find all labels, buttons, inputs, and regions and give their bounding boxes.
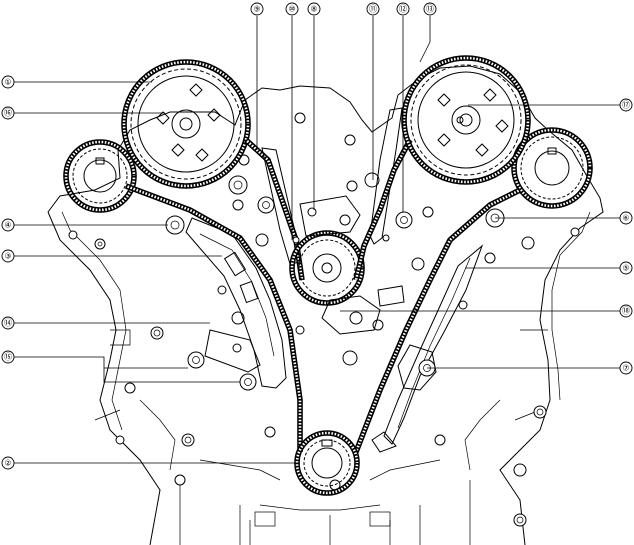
callout-1: ①: [1, 75, 15, 89]
callout-label: ①: [4, 78, 11, 87]
callout-9: ⑨: [250, 2, 264, 16]
left-intake-sprocket: [121, 59, 251, 189]
callout-4: ④: [1, 218, 15, 232]
left-exhaust-sprocket: [63, 139, 137, 213]
center-tensioner: [321, 285, 405, 335]
leader-lines: [14, 16, 620, 464]
block-holes: [68, 112, 580, 527]
callout-3: ③: [1, 249, 15, 263]
callout-2: ②: [1, 456, 15, 470]
callout-label: ⑱: [622, 307, 630, 316]
callout-14: ⑭: [1, 316, 15, 330]
left-upper-guide: [257, 147, 301, 265]
callout-16: ⑯: [1, 106, 15, 120]
callout-5: ⑤: [619, 261, 633, 275]
left-upper-bolt: [165, 215, 185, 235]
callout-6: ⑥: [619, 211, 633, 225]
right-intake-sprocket: [401, 55, 531, 185]
callout-7: ⑦: [619, 361, 633, 375]
callout-label: ⑭: [4, 319, 12, 328]
callout-label: ⑩: [288, 5, 295, 14]
center-idler-sprocket: [289, 195, 365, 306]
engine-block: [47, 65, 604, 545]
right-upper-guide: [369, 107, 413, 245]
callout-12: ⑫: [396, 2, 410, 16]
callout-label: ③: [4, 252, 11, 261]
callout-label: ⑬: [426, 5, 434, 14]
left-tensioner-arm: [185, 217, 287, 389]
left-tensioner: [187, 329, 261, 391]
right-chain-guide: [383, 244, 484, 445]
callout-18: ⑱: [619, 304, 633, 318]
callout-label: ④: [4, 221, 11, 230]
callout-label: ⑫: [399, 5, 407, 14]
callout-label: ⑮: [4, 353, 12, 362]
callout-label: ⑦: [622, 364, 629, 373]
callout-13: ⑬: [423, 2, 437, 16]
callout-label: ⑰: [622, 101, 630, 110]
callout-17: ⑰: [619, 98, 633, 112]
callout-label: ⑧: [310, 5, 317, 14]
crankshaft-sprocket: [294, 430, 360, 496]
callout-label: ⑥: [622, 214, 629, 223]
callout-label: ⑪: [369, 5, 377, 14]
right-exhaust-sprocket: [511, 127, 593, 209]
callout-10: ⑩: [285, 2, 299, 16]
callout-label: ⑯: [4, 109, 12, 118]
callout-label: ⑨: [253, 5, 260, 14]
callout-11: ⑪: [366, 2, 380, 16]
right-tensioner: [371, 344, 437, 453]
callout-15: ⑮: [1, 350, 15, 364]
callout-8: ⑧: [307, 2, 321, 16]
callout-label: ②: [4, 459, 11, 468]
callout-label: ⑤: [622, 264, 629, 273]
